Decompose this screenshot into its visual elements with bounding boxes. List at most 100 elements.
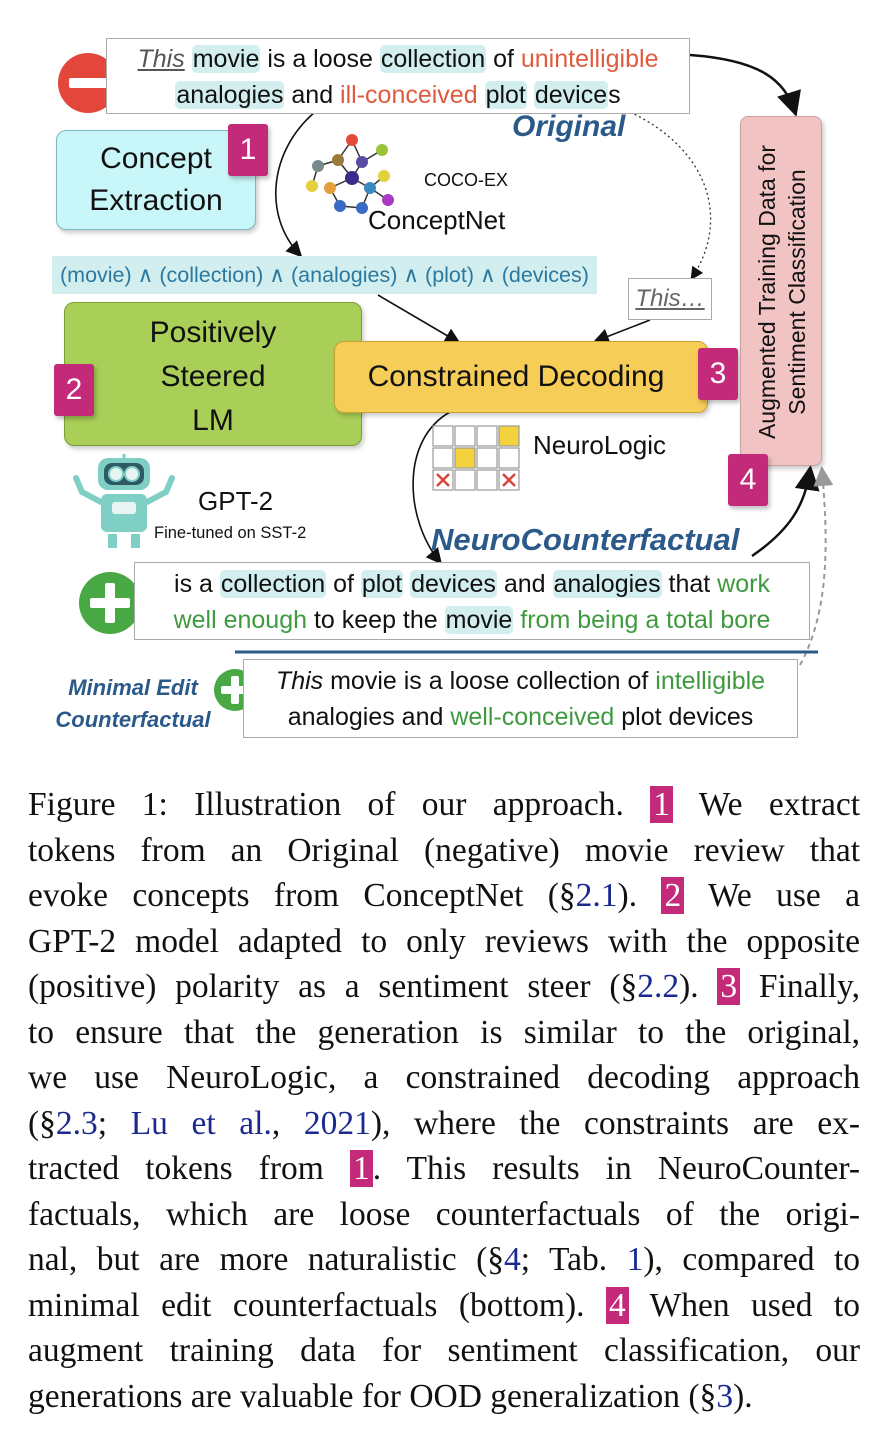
neurocounterfactual-label: NeuroCounterfactual [431,522,740,557]
augmented-label-line-2: Sentiment Classification [784,169,810,415]
citation-link[interactable]: 3 [716,1377,734,1415]
caption-line: to ensure that the generation is similar… [28,1010,860,1056]
text-segment: unintelligible [520,45,659,73]
text-segment: movie [444,606,514,634]
steered-lm-line-2: Steered [160,360,266,393]
text-segment: ), where the constraints are ex- [370,1104,860,1142]
text-segment: intelligible [655,667,766,695]
text-segment: . This results in NeuroCounter- [372,1150,860,1187]
caption-line: augment training data for sentiment clas… [28,1328,860,1374]
text-segment: ), compared to [643,1241,860,1278]
caption-line: we use NeuroLogic, a constrained decodin… [28,1055,860,1101]
figure-caption: Figure 1: Illustration of our approach. … [28,782,860,1419]
caption-step-badge: 1 [650,786,673,823]
figure-arrows [235,53,834,666]
original-label: Original [512,110,626,143]
caption-step-badge: 3 [717,968,741,1005]
citation-link[interactable]: 2.1 [575,877,618,914]
text-segment: (§ [28,1104,56,1142]
text-segment: ; Tab. [520,1241,627,1278]
text-segment: Figure 1: Illustration of our approach. [28,786,651,823]
original-review-box: This movie is a loose collection of unin… [106,38,690,114]
text-segment: devices [410,570,497,598]
text-segment [478,81,485,109]
caption-line: minimal edit counterfactuals (bottom). 4… [28,1283,860,1329]
text-segment [185,45,192,73]
caption-step-badge: 2 [661,877,685,914]
concept-extraction-box: Concept Extraction [56,130,256,230]
minimal-review-line-1: This movie is a loose collection of inte… [244,663,797,699]
text-segment: is a loose [260,45,380,73]
citation-link[interactable]: 4 [504,1241,521,1278]
neurologic-label: NeuroLogic [533,430,666,460]
minimal-edit-label-line-1: Minimal Edit [68,675,198,700]
text-segment: plot devices [614,703,754,731]
original-review-line-2: analogies and ill-conceived plot devices [107,77,689,113]
text-segment: plot [360,570,404,598]
citation-link[interactable]: Lu et al. [130,1104,272,1142]
text-segment: from being a total bore [520,606,771,634]
caption-line: tokens from an Original (negative) movie… [28,828,860,874]
text-segment: and [284,81,341,109]
augmented-data-box: Augmented Training Data for Sentiment Cl… [740,116,822,466]
text-segment [527,81,534,109]
text-segment: ). [679,968,718,1005]
text-segment: This [275,667,324,695]
augmented-label-line-1: Augmented Training Data for [754,144,780,440]
caption-line: tracted tokens from 1. This results in N… [28,1146,860,1192]
text-segment: is a [174,570,220,598]
generated-review-line-2: well enough to keep the movie from being… [135,602,809,638]
caption-line: evoke concepts from ConceptNet (§2.1). 2… [28,873,860,919]
minimal-edit-label-line-2: Counterfactual [55,707,211,732]
text-segment: ill-conceived [340,81,478,109]
plus-icon [79,572,141,634]
text-segment: analogies [175,81,285,109]
text-segment: work [717,570,770,598]
steered-lm-line-1: Positively [149,316,277,349]
text-segment: movie is a loose collection of [323,667,656,695]
this-prefix: This… [635,285,705,312]
text-segment: analogies and [287,703,451,731]
minus-icon [58,53,118,113]
text-segment: and [496,570,553,598]
text-segment: We use a [684,877,860,914]
citation-link[interactable]: 2021 [303,1104,371,1142]
concept-tokens: (movie) ∧ (collection) ∧ (analogies) ∧ (… [52,256,597,294]
gpt2-label: GPT-2 [198,486,274,516]
text-segment: well-conceived [450,703,615,731]
text-segment: Finally, [740,968,861,1005]
generated-review-line-1: is a collection of plot devices and anal… [135,566,809,602]
text-segment: , [271,1104,304,1142]
text-segment: s [608,81,621,109]
text-segment: collection [219,570,327,598]
text-segment: device [533,81,609,109]
text-segment: (positive) polarity as a sentiment steer… [28,968,638,1005]
citation-link[interactable]: 2.3 [55,1104,98,1142]
neurologic-grid-icon [432,425,520,491]
text-segment: movie [191,45,261,73]
text-segment: generations are valuable for OOD general… [28,1377,717,1415]
text-segment: augment training data for sentiment clas… [28,1332,860,1369]
caption-line: (§2.3; Lu et al., 2021), where the const… [28,1101,860,1147]
text-segment: of [326,570,361,598]
text-segment: minimal edit counterfactuals (bottom). [28,1286,606,1324]
text-segment: ). [733,1377,753,1415]
step-badge-1: 1 [228,124,268,176]
text-segment: to keep the [307,606,445,634]
robot-icon [73,454,175,548]
caption-step-badge: 1 [349,1150,373,1187]
minimal-review-line-2: analogies and well-conceived plot device… [244,699,797,735]
text-segment: This [137,45,185,73]
citation-link[interactable]: 1 [626,1241,644,1278]
step-badge-4: 4 [728,454,768,506]
step-badge-3: 3 [698,348,738,400]
caption-step-badge: 4 [605,1286,629,1324]
gpt2-sub-label: Fine-tuned on SST-2 [154,524,307,542]
text-segment: When used to [628,1286,860,1324]
citation-link[interactable]: 2.2 [637,968,680,1005]
caption-line: Figure 1: Illustration of our approach. … [28,782,860,828]
minimal-edit-label: Minimal Edit Counterfactual [48,672,218,736]
concept-extraction-label: Concept Extraction [89,142,223,217]
text-segment: nal, but are more naturalistic (§ [28,1241,505,1278]
step-badge-2: 2 [54,364,94,416]
